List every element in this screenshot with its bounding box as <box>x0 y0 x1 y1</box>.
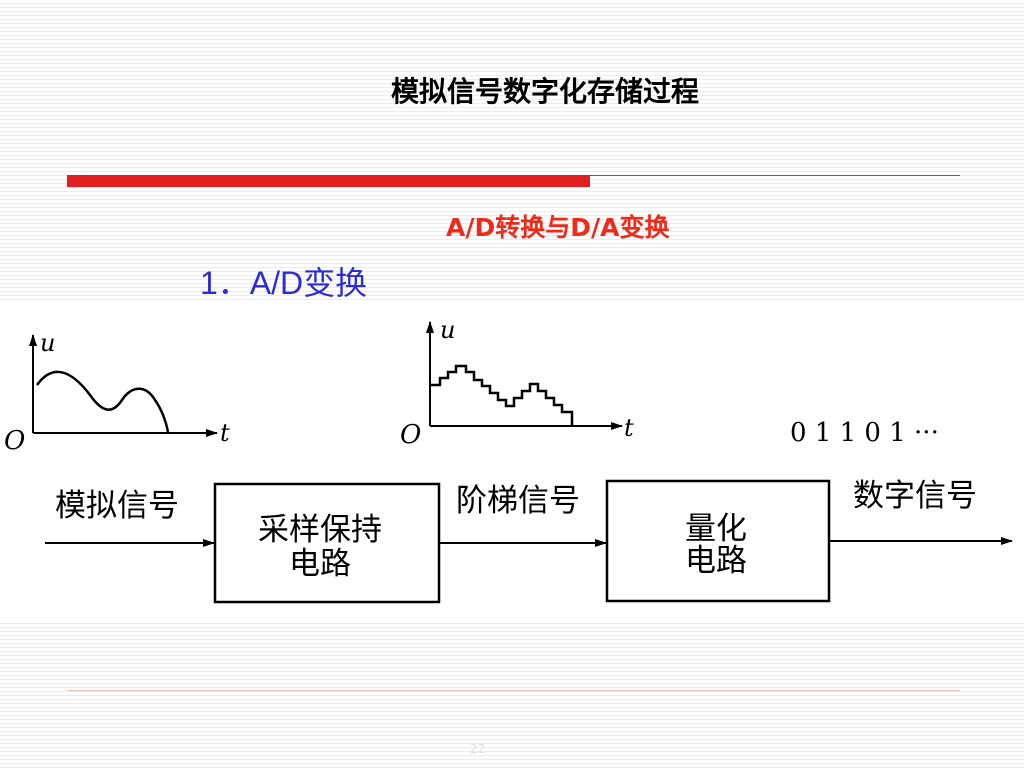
step-signal-graph: u t O <box>400 316 634 450</box>
step-graph-t-label: t <box>624 414 634 442</box>
quantization-label-line1: 量化 <box>685 511 747 547</box>
sample-hold-label-line2: 电路 <box>289 546 351 582</box>
input-signal-label: 模拟信号 <box>55 488 179 524</box>
step-signal-label: 阶梯信号 <box>456 483 580 519</box>
footer-rule <box>67 690 960 691</box>
list-item-ad-conversion: 1．A/D变换 <box>200 265 368 301</box>
step-graph-origin-label: O <box>400 420 421 450</box>
page-number: 22 <box>470 742 486 756</box>
analog-graph-origin-label: O <box>4 426 25 456</box>
analog-graph-t-label: t <box>220 419 230 447</box>
title-underline-accent <box>67 175 590 187</box>
title-underline-thin <box>590 175 960 176</box>
analog-signal-graph: u t O <box>4 329 230 456</box>
analog-waveform <box>35 370 170 433</box>
sample-hold-label-line1: 采样保持 <box>258 512 382 548</box>
step-waveform <box>430 364 574 426</box>
quantization-label-line2: 电路 <box>685 543 747 579</box>
section-subtitle: A/D转换与D/A变换 <box>446 213 670 242</box>
sample-hold-circuit-box <box>213 482 441 604</box>
ad-conversion-diagram: u t O u t O 0 1 1 0 1 ··· 模拟信号 采样保持 电路 阶… <box>0 302 1024 622</box>
digital-bit-sequence: 0 1 1 0 1 ··· <box>790 418 939 448</box>
step-graph-u-label: u <box>440 316 455 344</box>
output-signal-label: 数字信号 <box>853 478 977 514</box>
analog-graph-u-label: u <box>40 329 55 357</box>
slide-title: 模拟信号数字化存储过程 <box>390 75 699 108</box>
diagram-svg: u t O u t O 0 1 1 0 1 ··· 模拟信号 采样保持 电路 阶… <box>4 316 1013 604</box>
